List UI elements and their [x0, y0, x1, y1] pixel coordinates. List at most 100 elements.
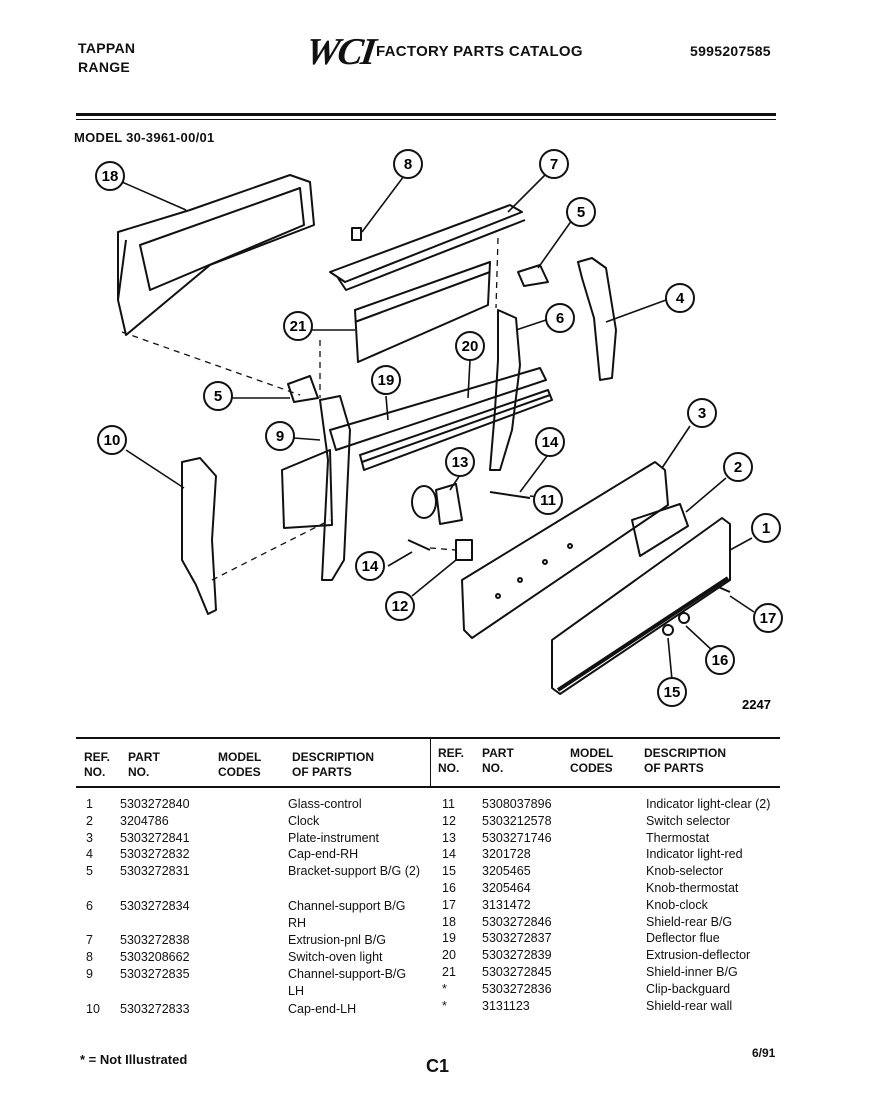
part-description: Clip-backguard: [646, 981, 731, 996]
ref-number: 12: [442, 813, 456, 828]
part-description: Plate-instrument: [288, 830, 380, 845]
callout-circle-15: [657, 677, 687, 707]
callout-label-3: 3: [698, 405, 706, 422]
channel-support-lh-part: [319, 395, 351, 581]
callout-circle-13: [445, 447, 475, 477]
parts-row: 11 5308037896 Indicator light-clear (2): [438, 796, 788, 813]
ref-number: 14: [442, 847, 456, 862]
parts-list-right: 11 5308037896 Indicator light-clear (2) 12 5…: [438, 796, 788, 1014]
part-number: 5303272840: [120, 797, 190, 811]
knob-clock-part: [715, 585, 731, 593]
callout-circle-3: [687, 398, 717, 428]
part-number: 3205464: [482, 880, 531, 895]
extrusion-panel-part: [329, 204, 526, 291]
callout-label-20: 20: [462, 338, 479, 355]
callout-label-13: 13: [452, 454, 469, 471]
callout-label-14: 14: [362, 558, 379, 575]
bracket-support-part: [517, 264, 549, 287]
indicator-light-clear-part: [489, 491, 531, 499]
page-number: C1: [426, 1056, 450, 1076]
part-number: 5303208662: [120, 950, 190, 965]
channel-support-rh-part: [489, 309, 521, 471]
ref-number: 5: [86, 864, 93, 879]
callout-label-16: 16: [712, 652, 729, 669]
switch-oven-light-part: [351, 227, 362, 241]
part-number: 5303272841: [120, 830, 190, 845]
header-rule-thin: [76, 119, 776, 120]
part-number: 5303272838: [120, 933, 190, 948]
callout-label-2: 2: [734, 459, 742, 476]
part-number: 5303212578: [482, 813, 552, 828]
callout-label-5: 5: [214, 388, 222, 405]
part-description: Indicator light-clear (2): [646, 797, 771, 811]
table-top-rule: [76, 737, 780, 739]
shield-inner-part: [354, 261, 491, 363]
part-number: 5303272845: [482, 964, 552, 979]
ref-number: 13: [442, 830, 456, 845]
callout-circle-14: [355, 551, 385, 581]
ref-number: 21: [442, 964, 456, 979]
brand-name: TAPPAN: [78, 40, 136, 56]
part-number: 5303272832: [120, 847, 190, 862]
glass-control-part: [551, 517, 731, 695]
part-number: 5303272837: [482, 931, 552, 946]
part-description: Shield-inner B/G: [646, 964, 738, 979]
part-number: 3201728: [482, 847, 531, 862]
part-number: 5303271746: [482, 830, 552, 845]
thermostat-part: [411, 483, 463, 525]
channel-lh-flange: [281, 449, 333, 529]
table-divider: [430, 737, 431, 787]
callout-circle-10: [97, 425, 127, 455]
ref-number: 3: [86, 830, 93, 845]
knob-selector-part: [662, 624, 674, 636]
table-header-rule: [76, 786, 780, 788]
part-number: 3131123: [482, 998, 530, 1013]
parts-row: 5 5303272831 Bracket-support B/G (2): [84, 863, 424, 898]
revision-date: 6/91: [752, 1046, 776, 1060]
parts-row: 21 5303272845 Shield-inner B/G: [438, 964, 788, 981]
part-number: 5308037896: [482, 797, 552, 811]
callout-label-15: 15: [664, 684, 681, 701]
part-number: 5303272836: [482, 981, 552, 996]
callout-label-4: 4: [676, 290, 685, 307]
ref-number: 4: [86, 847, 93, 862]
callout-label-12: 12: [392, 598, 409, 615]
part-number: 5303272831: [120, 864, 190, 879]
end-cap-rh-part: [577, 257, 617, 381]
part-description: Extrusion-deflector: [646, 948, 751, 963]
part-number: 5303272846: [482, 914, 552, 929]
part-description: Bracket-support B/G (2): [288, 864, 420, 879]
header-ref-left: REF.NO.: [84, 750, 111, 779]
part-description: Knob-thermostat: [646, 880, 739, 895]
callout-circle-2: [723, 452, 753, 482]
callout-label-7: 7: [550, 156, 558, 173]
callout-label-21: 21: [290, 318, 307, 335]
part-description: Shield-rear wall: [646, 998, 733, 1013]
callout-circle-8: [393, 149, 423, 179]
callout-label-8: 8: [404, 156, 412, 173]
callout-label-17: 17: [760, 610, 777, 627]
ref-number: *: [442, 981, 447, 996]
callout-circle-4: [665, 283, 695, 313]
ref-number: 20: [442, 948, 456, 963]
callout-label-19: 19: [378, 372, 395, 389]
ref-number: 11: [442, 797, 455, 811]
ref-number: 19: [442, 931, 456, 946]
deflector-flue-part: [329, 367, 553, 471]
ref-number: 9: [86, 966, 93, 981]
callout-circle-9: [265, 421, 295, 451]
